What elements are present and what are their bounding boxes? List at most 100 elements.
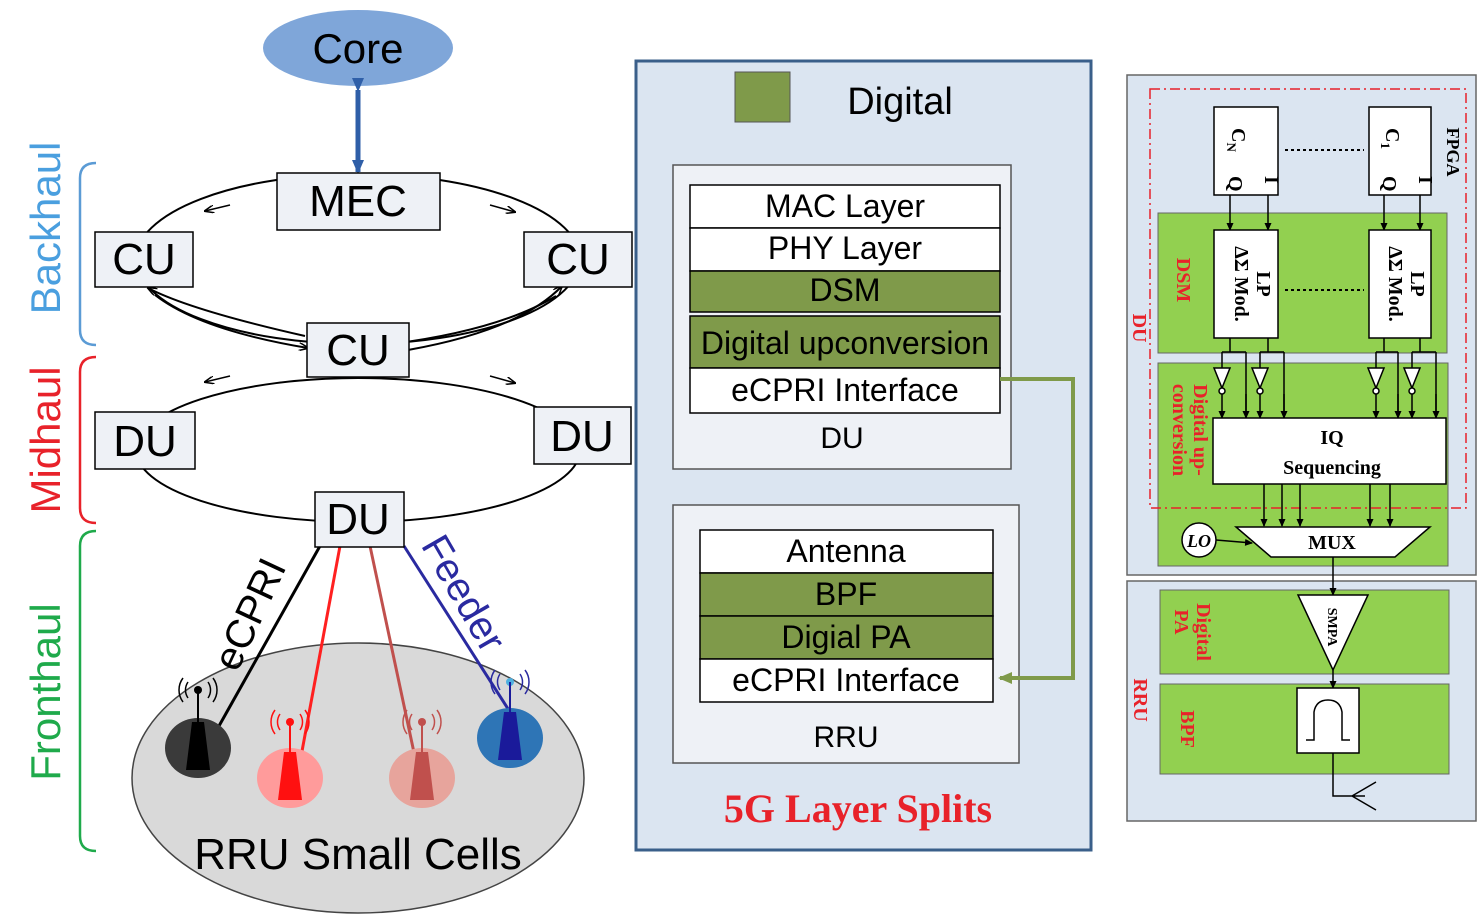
c1-label: C1 [1378, 128, 1403, 149]
du-layer-ecpri-label: eCPRI Interface [731, 372, 959, 408]
cn-label: CN [1224, 128, 1249, 152]
ecpri-link [208, 545, 322, 743]
du-layer-dsm [689, 270, 1001, 313]
dsm-hw-label: DSM [1172, 258, 1194, 303]
legend-swatch [734, 71, 791, 123]
sequencing-label: Sequencing [1283, 457, 1381, 479]
cu-link-right2 [392, 295, 557, 344]
bpf-symbol [1306, 699, 1350, 741]
rru-layer-bpf-label: BPF [815, 576, 877, 612]
hardware-panel: FPGA CN I Q C1 I Q LP ΔΣ Mod. LP ΔΣ Mod.… [1126, 74, 1477, 822]
lo-label: LO [1186, 531, 1211, 551]
fronthaul-label: Fronthaul [22, 603, 69, 780]
lp-mod-1-mod: ΔΣ Mod. [1384, 246, 1406, 322]
iq-sequencing-box [1212, 417, 1447, 485]
ring-arrow [205, 375, 231, 382]
inverter-lines [1221, 338, 1437, 418]
cu-center-label: CU [326, 326, 390, 375]
cu-left-box [94, 231, 194, 288]
digital-pa-label-2: PA [1170, 609, 1192, 635]
red-link-1 [298, 545, 342, 763]
du-center-box [314, 491, 405, 548]
du-layer-upconv [689, 315, 1001, 369]
core-node [263, 10, 453, 86]
du-left-label: DU [113, 417, 177, 466]
bpf-hw-label: BPF [1176, 710, 1198, 748]
fronthaul-bracket [78, 529, 97, 853]
cn-i-label: I [1260, 176, 1282, 184]
du-layer-mac [689, 184, 1001, 229]
cell-red-1 [257, 709, 323, 808]
du-layer-dsm-label: DSM [809, 272, 880, 308]
backhaul-label: Backhaul [22, 142, 69, 315]
cell-black [165, 677, 231, 778]
smpa-block [1296, 594, 1370, 672]
antenna-icon [1332, 753, 1377, 811]
iq-label: IQ [1320, 427, 1343, 449]
c1-box [1368, 106, 1432, 196]
upconv-hw-label-1: Digital up- [1189, 384, 1211, 476]
rru-layer-pa [699, 615, 994, 660]
du-left-box [94, 411, 196, 470]
midhaul-label: Midhaul [22, 366, 69, 513]
lp-mod-1-lp: LP [1406, 271, 1428, 297]
lp-mod-box-1 [1368, 229, 1432, 339]
rru-cells-area [131, 642, 585, 914]
rru-hw-label: RRU [1129, 678, 1151, 721]
ring-arrow [489, 375, 515, 383]
inverters [1212, 367, 1422, 395]
digital-pa-label-1: Digital [1192, 603, 1214, 661]
layer-splits-panel: Digital MAC Layer PHY Layer DSM Digital … [634, 59, 1093, 852]
cn-box [1213, 106, 1279, 196]
ring-arrow [489, 204, 515, 212]
rru-cells-label: RRU Small Cells [194, 830, 522, 879]
du-layer-upconv-label: Digital upconversion [701, 325, 989, 361]
cu-left-label: CU [112, 235, 176, 284]
mux-label: MUX [1308, 532, 1356, 554]
du-right-box [533, 406, 632, 465]
fpga-label: FPGA [1443, 128, 1463, 177]
du-hw-label: DU [1128, 314, 1150, 343]
iq-to-mux [1260, 484, 1394, 527]
rru-layer-antenna-label: Antenna [786, 533, 905, 569]
inv-to-iq [1218, 394, 1440, 419]
mec-label: MEC [309, 177, 407, 226]
midhaul-bracket [78, 355, 97, 525]
cn-q-label: Q [1224, 176, 1246, 192]
cell-red-2 [389, 709, 455, 808]
cu-center-box [306, 322, 410, 378]
du-center-label: DU [326, 495, 390, 544]
lp-mod-box-n [1213, 229, 1279, 339]
c1-q-label: Q [1378, 176, 1400, 192]
mux-block [1233, 526, 1433, 558]
red-link-2 [368, 545, 418, 763]
cu-right-label: CU [546, 235, 610, 284]
cu-right-box [523, 231, 633, 288]
du-split-label: DU [820, 422, 863, 455]
ring-arrow [205, 204, 231, 211]
rru-split-label: RRU [814, 721, 879, 754]
lo-arrow [1215, 538, 1253, 546]
du-layer-phy [689, 227, 1001, 272]
cu-link-right [407, 286, 562, 351]
feeder-link [402, 545, 512, 713]
cu-link-left [148, 288, 306, 337]
smpa-label: SMPA [1324, 608, 1339, 648]
cu-link-left2 [154, 294, 308, 348]
core-label: Core [312, 25, 403, 72]
du-layer-ecpri [689, 367, 1001, 414]
fpga-boundary [1149, 88, 1467, 509]
rru-layer-ecpri-label: eCPRI Interface [732, 662, 960, 698]
lp-mod-n-mod: ΔΣ Mod. [1230, 246, 1252, 322]
du-right-label: DU [550, 412, 614, 461]
lp-mod-n-lp: LP [1252, 271, 1274, 297]
ecpri-connector [998, 377, 1075, 684]
rru-layer-pa-label: Digial PA [781, 619, 911, 655]
du-layer-phy-label: PHY Layer [768, 230, 923, 266]
backhaul-bracket [78, 161, 97, 347]
legend-label: Digital [847, 81, 953, 123]
cell-blue [477, 669, 543, 768]
du-layer-mac-label: MAC Layer [765, 188, 925, 224]
mec-box [276, 172, 441, 231]
